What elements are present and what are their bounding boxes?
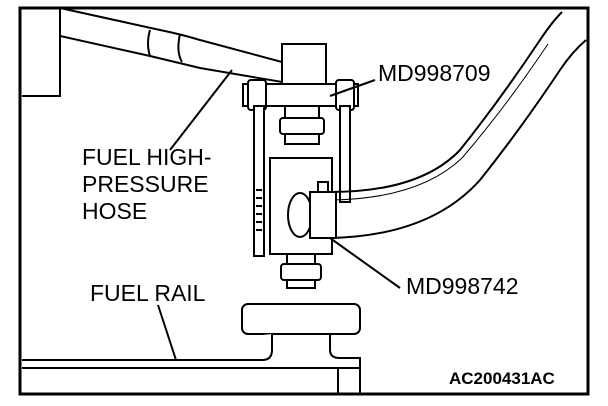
label-hose-line2: PRESSURE <box>82 171 209 197</box>
label-hose-line1: FUEL HIGH- <box>82 144 212 170</box>
fuel-rail-boss <box>22 303 361 394</box>
lower-fitting <box>280 253 322 289</box>
label-md998709: MD998709 <box>378 60 491 86</box>
tool-rods <box>253 105 351 257</box>
label-md998742: MD998742 <box>406 273 519 299</box>
side-fitting <box>287 181 337 239</box>
tool-upper-fitting <box>279 105 325 145</box>
diagram-border <box>18 6 590 396</box>
figure-code: AC200431AC <box>449 369 555 388</box>
right-hose <box>329 11 587 239</box>
engine-outline <box>22 8 61 97</box>
high-pressure-hose <box>59 6 283 84</box>
label-hose-line3: HOSE <box>82 198 147 224</box>
label-fuel-rail: FUEL RAIL <box>90 280 206 306</box>
tool-bracket-upper <box>242 79 359 111</box>
leader-lines <box>157 69 401 361</box>
